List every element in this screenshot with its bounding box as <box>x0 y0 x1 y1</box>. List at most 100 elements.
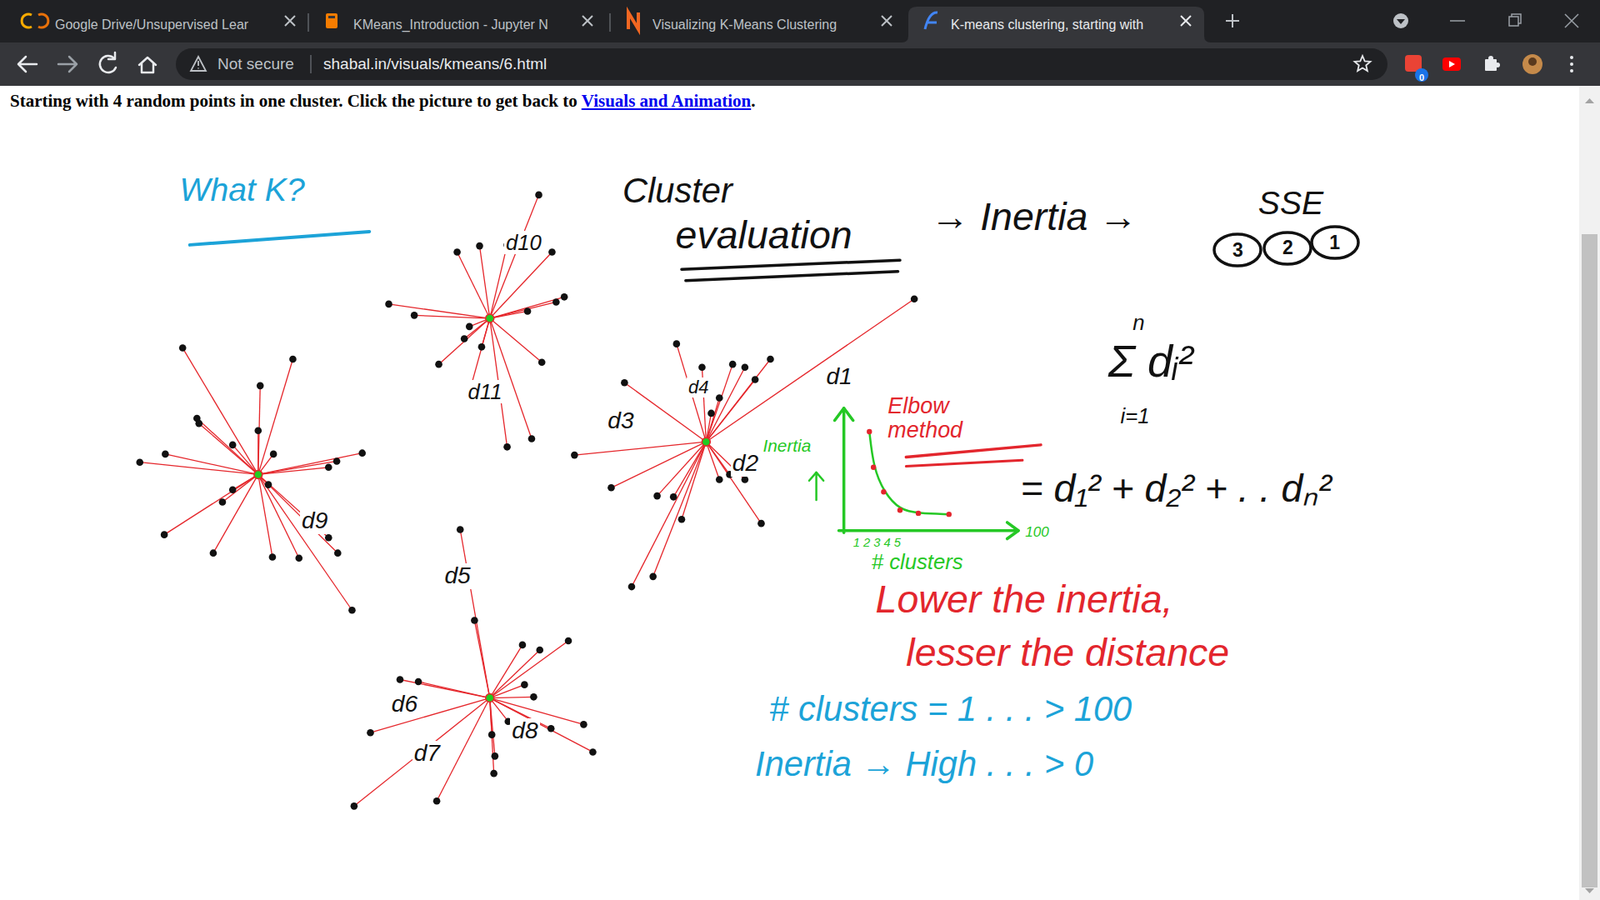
warning-icon <box>190 56 206 71</box>
formula: Σ dᵢ² <box>1108 336 1194 386</box>
extension-icons <box>1415 68 1429 82</box>
distance-line <box>490 698 495 757</box>
distance-label: d10 <box>504 230 544 255</box>
data-point <box>350 802 359 810</box>
distance-line <box>436 698 490 802</box>
underline <box>681 260 900 270</box>
data-point <box>757 520 765 528</box>
browser-tab: KMeans_Introduction - Jupyter N <box>310 6 608 43</box>
distance-label: d10 <box>504 230 544 255</box>
data-point <box>538 358 546 366</box>
data-point <box>265 480 273 489</box>
distance-line <box>490 650 540 699</box>
distance-label: d6 <box>390 691 420 718</box>
formula: i=1 <box>1120 404 1150 428</box>
extension-icons <box>1570 55 1574 60</box>
distance-label: d5 <box>442 563 472 590</box>
site-icon <box>925 12 938 30</box>
data-point <box>524 307 532 315</box>
distance-label: d7 <box>412 740 442 767</box>
browser-tab: Visualizing K-Means Clustering <box>612 6 906 43</box>
data-point <box>348 606 356 615</box>
distance-line <box>213 474 259 553</box>
chart-axis <box>835 408 854 421</box>
note-text: evaluation <box>675 214 853 257</box>
distance-line <box>490 245 508 319</box>
extension-icons <box>1528 57 1537 66</box>
distance-line <box>701 367 706 442</box>
circled-number: 3 <box>1211 231 1264 269</box>
extension-icons <box>1405 54 1574 82</box>
distance-label: d3 <box>605 408 635 435</box>
elbow-curve <box>869 431 950 515</box>
curve-point <box>866 429 872 435</box>
method-label: Elbow method <box>887 394 995 444</box>
nav-icons <box>108 52 115 60</box>
data-point <box>528 435 536 443</box>
distance-line <box>705 441 720 480</box>
hyperlink: Visuals and Animation <box>581 90 751 112</box>
tab-separator <box>609 13 611 32</box>
tick-label: 100 <box>1023 524 1051 540</box>
data-point <box>491 752 500 760</box>
extension-icons <box>1522 54 1543 75</box>
circle-outline <box>1309 224 1361 261</box>
distance-line <box>258 474 329 538</box>
data-point <box>295 554 303 562</box>
circle-outline <box>1264 232 1311 265</box>
data-point <box>358 449 366 457</box>
data-point <box>415 678 423 686</box>
security-chip: Not secure <box>217 48 295 80</box>
distance-label: d4 <box>686 377 711 398</box>
distance-label: d9 <box>300 508 330 535</box>
data-point <box>410 311 419 320</box>
formula: = d₁² + d₂² + . . dₙ² <box>1020 467 1331 510</box>
data-point <box>229 485 237 494</box>
distance-line <box>164 474 259 535</box>
notebook-icon <box>325 13 338 29</box>
data-point <box>570 451 579 460</box>
data-point <box>195 420 203 428</box>
data-point <box>475 242 484 250</box>
distance-line <box>705 359 770 442</box>
distance-line <box>490 698 551 730</box>
distance-line <box>257 430 259 475</box>
data-point <box>503 241 511 250</box>
tab-close-icon <box>1225 14 1240 28</box>
distance-line <box>196 418 258 475</box>
data-point <box>741 475 750 484</box>
window-controls <box>1393 13 1409 29</box>
curve-point <box>880 489 886 495</box>
site-icon <box>927 21 937 25</box>
data-point <box>160 530 169 539</box>
circle-outline <box>1211 231 1264 269</box>
scrollbar <box>1579 85 1600 900</box>
colab-icon <box>38 14 49 28</box>
note-text: Cluster <box>622 171 733 210</box>
data-point <box>707 410 715 418</box>
distance-line <box>490 696 535 698</box>
data-point <box>333 457 341 465</box>
data-point <box>766 355 775 364</box>
distance-line <box>673 441 706 497</box>
data-point <box>620 379 629 387</box>
notebook-icon <box>328 15 335 19</box>
nav-icons <box>18 56 37 72</box>
distance-line <box>574 441 706 455</box>
distance-line <box>490 251 553 319</box>
distance-label: d4 <box>686 377 711 398</box>
tab-close-icon <box>582 15 593 26</box>
browser-tab: Google Drive/Unsupervised Lear <box>10 6 306 43</box>
data-point <box>547 725 555 733</box>
data-point <box>715 394 724 402</box>
formula: Σ dᵢ² <box>1108 336 1194 386</box>
window-controls <box>1450 20 1465 22</box>
note-text: Inertia → High . . . > 0 <box>755 745 1094 784</box>
note-text: SSE <box>1258 185 1324 221</box>
distance-label: d11 <box>466 380 505 404</box>
axis-label: # clusters <box>871 550 964 574</box>
data-point <box>465 323 474 331</box>
extension-icons <box>1495 62 1500 68</box>
